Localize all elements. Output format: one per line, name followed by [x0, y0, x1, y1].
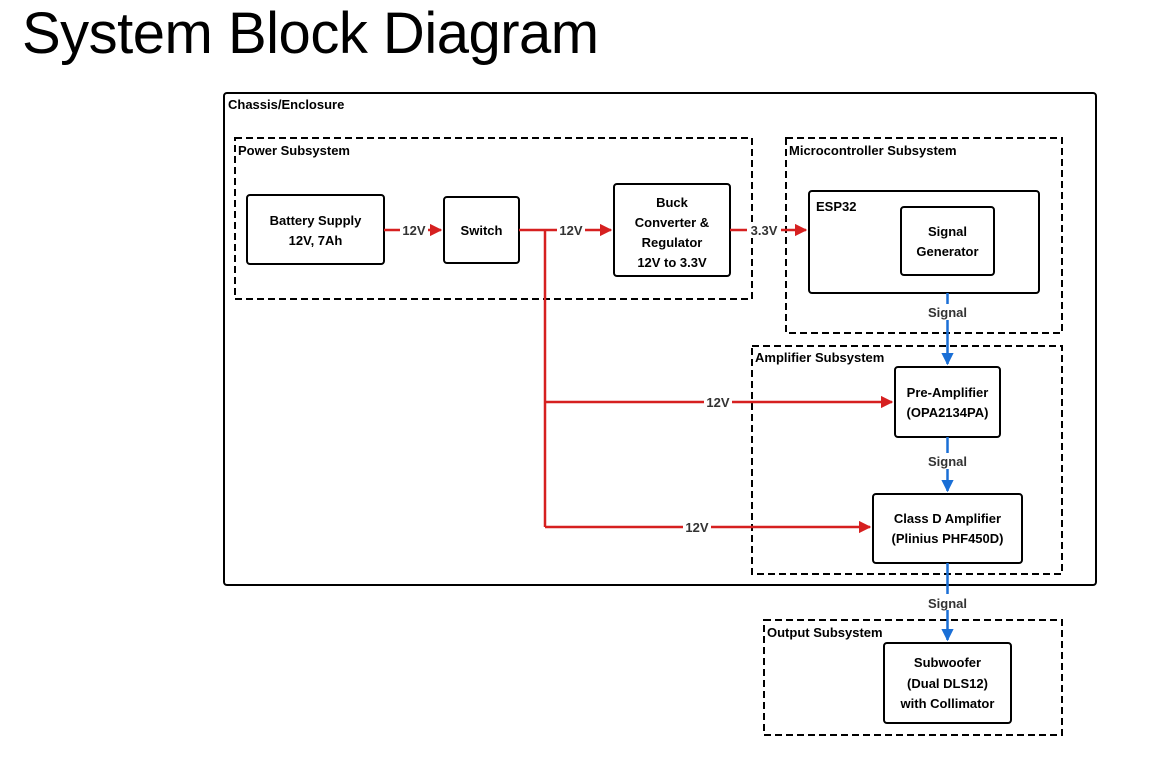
preamp-line-1: Pre-Amplifier — [907, 385, 989, 400]
amplifier-subsystem — [751, 345, 1063, 575]
chassis-enclosure — [223, 92, 1097, 586]
label-signal-1: Signal — [928, 305, 967, 320]
buck-line-2: Converter & — [635, 215, 709, 230]
esp32-label: ESP32 — [816, 199, 856, 214]
page-title: System Block Diagram — [22, 1, 599, 66]
pre-amplifier-block[interactable] — [894, 366, 1001, 438]
classd-line-2: (Plinius PHF450D) — [892, 531, 1004, 546]
siggen-line-2: Generator — [916, 244, 978, 259]
sub-line-3: with Collimator — [900, 696, 995, 711]
siggen-line-1: Signal — [928, 224, 967, 239]
label-switch-buck: 12V — [559, 223, 582, 238]
battery-supply-block[interactable] — [246, 194, 385, 265]
label-buck-esp: 3.3V — [751, 223, 778, 238]
classd-line-1: Class D Amplifier — [894, 511, 1001, 526]
switch-label: Switch — [461, 223, 503, 238]
class-d-amplifier-block[interactable] — [872, 493, 1023, 564]
sub-line-1: Subwoofer — [914, 655, 981, 670]
battery-line-2: 12V, 7Ah — [289, 233, 343, 248]
microcontroller-subsystem — [785, 137, 1063, 334]
buck-line-4: 12V to 3.3V — [637, 255, 707, 270]
power-subsystem-label: Power Subsystem — [238, 143, 350, 158]
signal-generator-block[interactable] — [900, 206, 995, 276]
preamp-line-2: (OPA2134PA) — [907, 405, 989, 420]
battery-line-1: Battery Supply — [270, 213, 363, 228]
buck-line-1: Buck — [656, 195, 689, 210]
label-to-classd: 12V — [685, 520, 708, 535]
label-signal-2: Signal — [928, 454, 967, 469]
sub-line-2: (Dual DLS12) — [907, 676, 988, 691]
output-subsystem — [763, 619, 1063, 736]
microcontroller-subsystem-label: Microcontroller Subsystem — [789, 143, 957, 158]
label-signal-3: Signal — [928, 596, 967, 611]
subwoofer-block[interactable] — [883, 642, 1012, 724]
power-subsystem — [234, 137, 753, 300]
buck-line-3: Regulator — [642, 235, 703, 250]
label-battery-switch: 12V — [402, 223, 425, 238]
output-subsystem-label: Output Subsystem — [767, 625, 883, 640]
chassis-label: Chassis/Enclosure — [228, 97, 344, 112]
label-to-preamp: 12V — [706, 395, 729, 410]
amplifier-subsystem-label: Amplifier Subsystem — [755, 350, 884, 365]
